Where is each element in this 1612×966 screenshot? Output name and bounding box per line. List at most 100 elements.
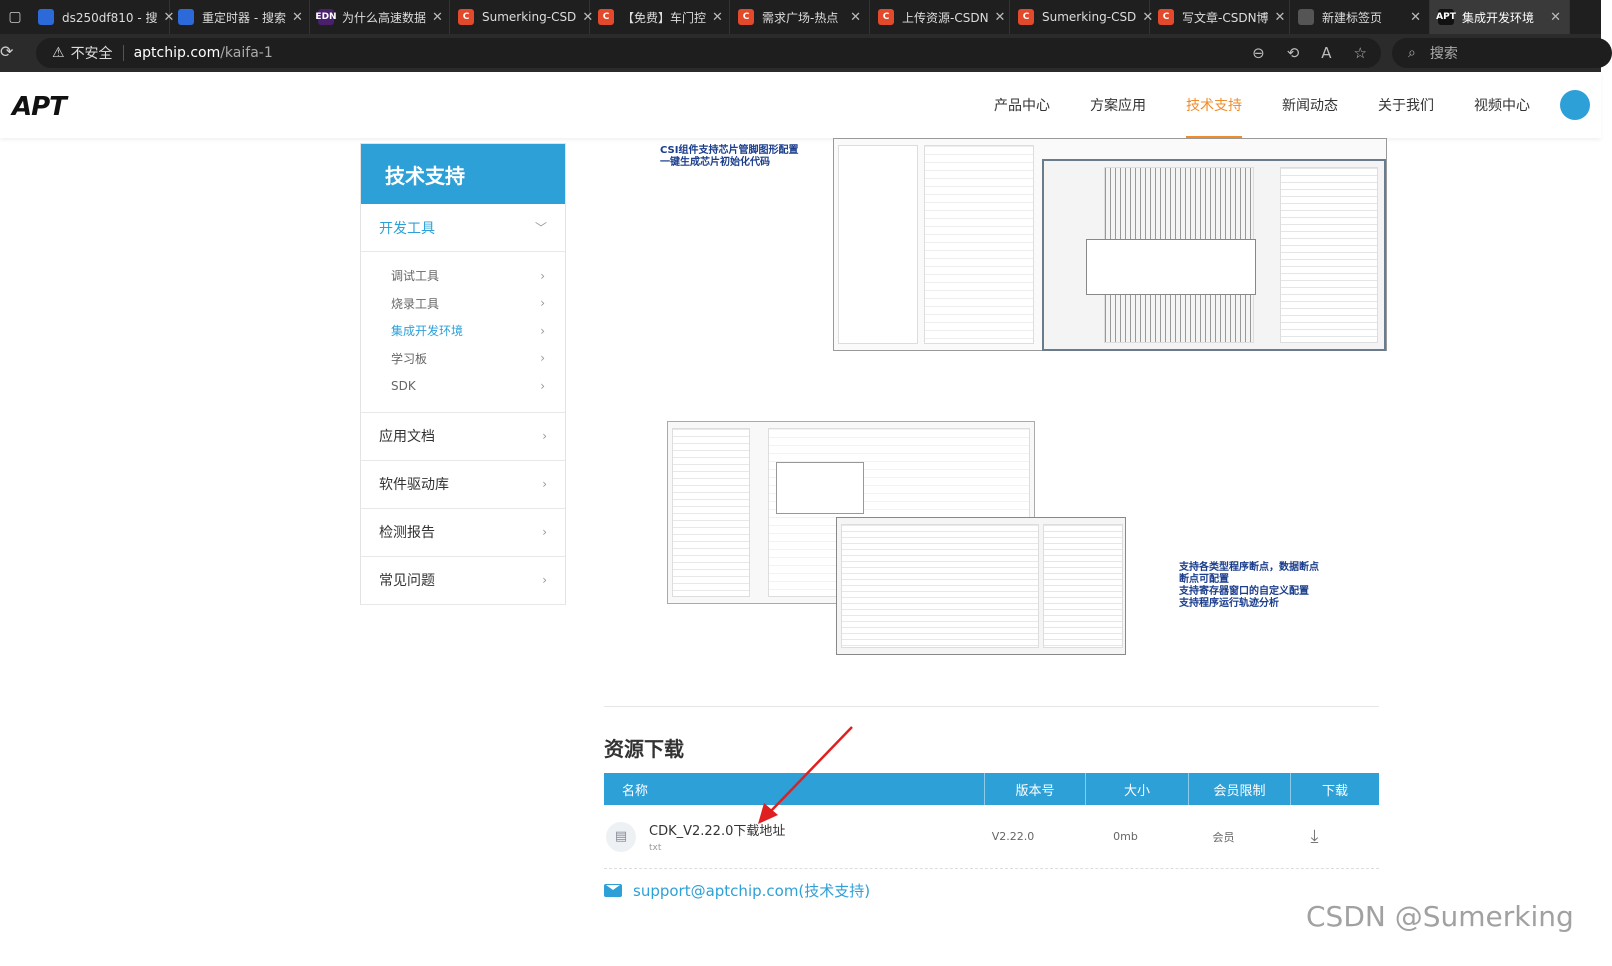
- browser-tab[interactable]: ds250df810 - 搜✕: [30, 0, 174, 34]
- chevron-right-icon: ›: [542, 525, 547, 539]
- chevron-down-icon: ﹀: [534, 221, 547, 235]
- close-icon[interactable]: ✕: [712, 9, 723, 25]
- close-icon[interactable]: ✕: [582, 9, 594, 25]
- browser-tab[interactable]: EDN 为什么高速数据 ✕: [310, 0, 450, 34]
- search-placeholder: 搜索: [1429, 46, 1458, 62]
- chevron-right-icon: ›: [540, 378, 545, 393]
- browser-tab[interactable]: C【免费】车门控✕: [590, 0, 730, 34]
- sync-icon[interactable]: ⟲: [1286, 44, 1300, 62]
- sidebar-item[interactable]: 软件驱动库›: [361, 461, 565, 509]
- chevron-right-icon: ›: [540, 351, 545, 366]
- chevron-right-icon: ›: [542, 477, 547, 491]
- sidebar-item[interactable]: 常见问题›: [361, 557, 565, 605]
- nav-item[interactable]: 视频中心: [1474, 98, 1530, 114]
- section-divider: [604, 706, 1379, 707]
- security-label: 不安全: [70, 46, 113, 62]
- nav-item[interactable]: 关于我们: [1378, 98, 1434, 114]
- reload-icon[interactable]: ⟳: [0, 42, 14, 61]
- sidebar-subitem-label: 调试工具: [391, 269, 440, 284]
- sidebar-item[interactable]: 应用文档›: [361, 413, 565, 461]
- browser-tab[interactable]: C Sumerking-CSD ✕: [1010, 0, 1154, 34]
- tab-favicon-icon: C: [738, 9, 754, 25]
- tab-label: 为什么高速数据: [342, 10, 427, 25]
- read-aloud-icon[interactable]: A: [1321, 44, 1332, 62]
- csi-dialog-screenshot: [1042, 159, 1386, 351]
- close-icon[interactable]: ✕: [1550, 9, 1561, 25]
- col-download: 下载: [1290, 773, 1379, 805]
- close-icon[interactable]: ✕: [1410, 9, 1421, 25]
- nav-item[interactable]: 新闻动态: [1282, 98, 1338, 114]
- sidebar-subitem[interactable]: 集成开发环境›: [361, 317, 565, 345]
- browser-search-box[interactable]: ⌕ 搜索: [1392, 38, 1612, 68]
- user-avatar-icon[interactable]: [1560, 90, 1590, 120]
- favorite-star-icon[interactable]: ☆: [1353, 44, 1367, 62]
- tab-label: 写文章-CSDN博: [1182, 10, 1269, 25]
- close-icon[interactable]: ✕: [291, 9, 303, 25]
- close-icon[interactable]: ✕: [432, 9, 443, 25]
- separator: [122, 45, 124, 61]
- sidebar-submenu: 调试工具›烧录工具›集成开发环境›学习板›SDK›: [361, 252, 565, 413]
- url-field[interactable]: ⚠ 不安全 aptchip.com/kaifa-1 ⊖ ⟲ A ☆: [36, 38, 1381, 68]
- close-icon[interactable]: ✕: [163, 9, 175, 25]
- browser-tab[interactable]: C Sumerking-CSD ✕: [450, 0, 594, 34]
- url-host: aptchip.com: [133, 45, 221, 61]
- mail-icon: [604, 884, 622, 897]
- watermark: CSDN @Sumerking: [1306, 900, 1574, 933]
- col-size: 大小: [1085, 773, 1188, 805]
- sidebar-item-label: 检测报告: [379, 525, 435, 541]
- sidebar-item[interactable]: 检测报告 ›: [361, 509, 565, 557]
- tab-favicon-icon: EDN: [315, 9, 337, 25]
- nav-item[interactable]: 方案应用: [1090, 98, 1146, 114]
- col-member: 会员限制: [1188, 773, 1290, 805]
- url-path: /kaifa-1: [220, 45, 273, 61]
- download-cell: ⤓: [1250, 826, 1379, 847]
- nav-item[interactable]: 产品中心: [994, 98, 1050, 114]
- downloads-title: 资源下载: [604, 737, 684, 761]
- file-name-link[interactable]: CDK_V2.22.0下载地址: [649, 824, 786, 839]
- debug-caption: 支持各类型程序断点，数据断点 断点可配置 支持寄存器窗口的自定义配置 支持程序运…: [1179, 562, 1319, 609]
- sidebar-subitem[interactable]: 学习板 ›: [361, 345, 565, 373]
- file-icon: ▤: [606, 821, 636, 852]
- close-icon[interactable]: ✕: [1274, 9, 1286, 25]
- browser-tab[interactable]: 重定时器 - 搜索 ✕: [170, 0, 310, 34]
- close-icon[interactable]: ✕: [994, 9, 1006, 25]
- tab-label: 【免费】车门控: [622, 10, 707, 25]
- file-ext: txt: [649, 843, 662, 853]
- sidebar-item-label: 常见问题: [379, 573, 435, 589]
- sidebar: 技术支持 开发工具 ﹀ 调试工具›烧录工具›集成开发环境›学习板›SDK› 应用…: [360, 143, 566, 605]
- sidebar-item-dev-tools[interactable]: 开发工具 ﹀: [361, 204, 565, 252]
- download-icon[interactable]: ⤓: [1310, 826, 1319, 847]
- tab-favicon-icon: C: [1018, 9, 1034, 25]
- tab-favicon-icon: APT: [1436, 9, 1456, 25]
- browser-tab[interactable]: 新建标签页 ✕: [1290, 0, 1430, 34]
- close-icon[interactable]: ✕: [1142, 9, 1154, 25]
- col-version: 版本号: [984, 773, 1085, 805]
- csi-config-screenshot: [833, 138, 1387, 351]
- sidebar-item-label: 应用文档: [379, 429, 435, 445]
- support-email-link[interactable]: support@aptchip.com(技术支持): [604, 880, 870, 901]
- sidebar-item-label: 开发工具: [379, 220, 435, 237]
- site-logo[interactable]: APT: [12, 92, 67, 122]
- site-header: APT 产品中心 方案应用 技术支持 新闻动态 关于我们 视频中心: [0, 72, 1601, 138]
- sidebar-subitem-label: 学习板: [391, 351, 428, 366]
- tab-favicon-icon: C: [458, 9, 474, 25]
- file-member: 会员: [1212, 830, 1235, 844]
- tab-label: 重定时器 - 搜索: [202, 10, 286, 25]
- sidebar-subitem[interactable]: 烧录工具›: [361, 290, 565, 318]
- zoom-icon[interactable]: ⊖: [1252, 44, 1265, 62]
- table-row: ▤ CDK_V2.22.0下载地址 txt V2.22.0 0mb 会员 ⤓: [604, 805, 1379, 869]
- tab-label: Sumerking-CSD: [482, 10, 577, 24]
- tab-label: Sumerking-CSD: [1042, 10, 1137, 24]
- csi-caption: CSI组件支持芯片管脚图形配置 一键生成芯片初始化代码: [660, 145, 799, 168]
- tab-actions-icon[interactable]: ▢: [8, 9, 22, 25]
- tab-label: 新建标签页: [1322, 10, 1383, 25]
- chevron-right-icon: ›: [540, 268, 545, 283]
- close-icon[interactable]: ✕: [850, 9, 861, 25]
- nav-item[interactable]: 技术支持: [1166, 72, 1262, 138]
- sidebar-subitem[interactable]: 调试工具 ›: [361, 262, 565, 290]
- sidebar-subitem[interactable]: SDK›: [361, 372, 565, 400]
